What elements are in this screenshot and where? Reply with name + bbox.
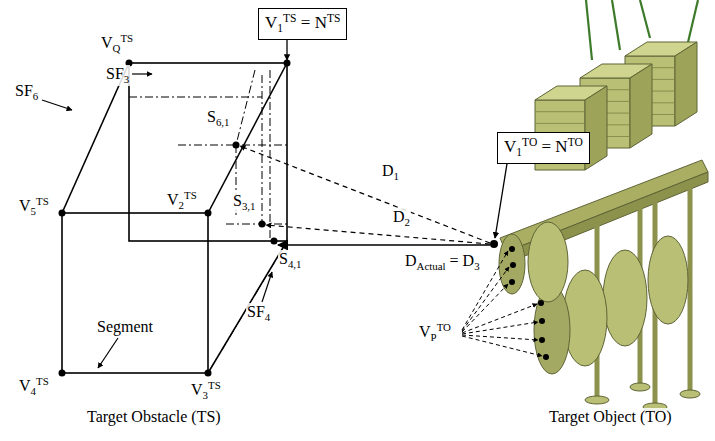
point-label: VPTO xyxy=(418,322,452,344)
equation-box: V1TS = NTS xyxy=(258,8,347,40)
vertex-label: V5TS xyxy=(18,196,50,218)
vertex-label: V4TS xyxy=(18,376,50,398)
cube-wireframe xyxy=(62,63,287,373)
vertex-label: VQTS xyxy=(100,33,134,55)
point-label: S6,1 xyxy=(206,108,231,129)
distance-label: DActual = D3 xyxy=(404,252,481,273)
distance-label: D1 xyxy=(381,162,400,183)
segment-label: Segment xyxy=(96,318,154,336)
surface-lines xyxy=(129,70,287,350)
caption-label: Target Obstacle (TS) xyxy=(86,408,222,426)
vertex-label: V3TS xyxy=(190,380,222,402)
vehicle-model xyxy=(499,0,708,411)
callout-pointers xyxy=(42,74,272,368)
equation-text: V1TS = NTS xyxy=(265,12,340,36)
point-label: S4,1 xyxy=(278,250,303,271)
vertex-points xyxy=(59,60,291,377)
surface-label: SF6 xyxy=(14,82,39,103)
distance-lines xyxy=(240,146,490,245)
equation-text: V1TO = NTO xyxy=(504,136,583,160)
surface-label: SF3 xyxy=(105,65,130,86)
leader-arrow xyxy=(286,40,287,60)
equation-box: V1TO = NTO xyxy=(497,132,590,164)
leader-arrow xyxy=(495,164,507,238)
surface-label: SF4 xyxy=(246,303,271,324)
object-points xyxy=(490,240,549,360)
vertex-label: V2TS xyxy=(166,190,198,212)
distance-label: D2 xyxy=(392,208,411,229)
point-label: S3,1 xyxy=(232,192,257,213)
caption-label: Target Object (TO) xyxy=(548,408,673,426)
